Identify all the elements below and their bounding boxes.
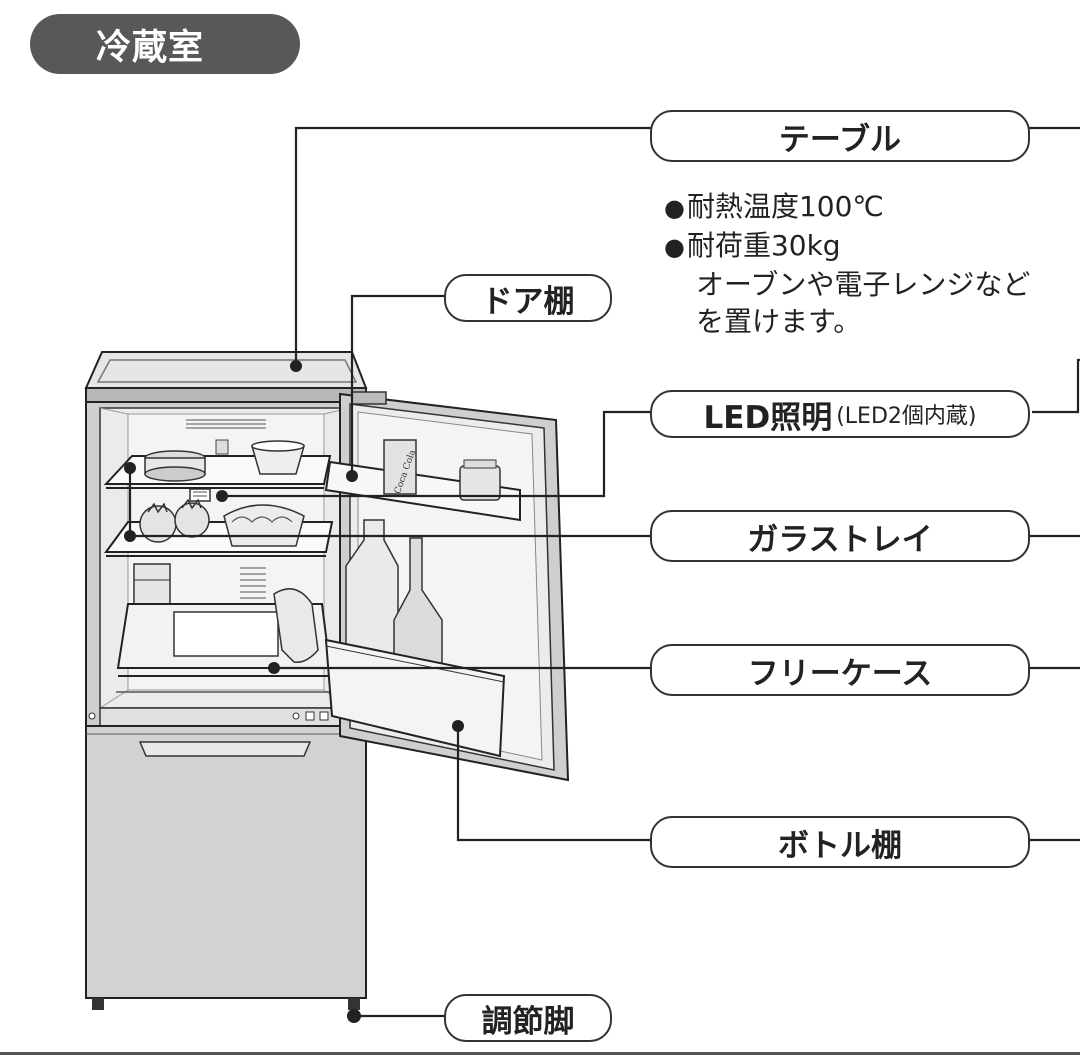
bullet-icon: ●	[664, 194, 685, 222]
bullet-icon: ●	[664, 233, 685, 261]
label-door-shelf: ドア棚	[444, 274, 612, 322]
label-bottle-shelf: ボトル棚	[650, 816, 1030, 868]
vent-grille	[186, 419, 266, 429]
label-led: LED照明(LED2個内蔵)	[650, 390, 1030, 438]
label-table-text: テーブル	[778, 121, 902, 158]
note-load-text: 耐荷重30kg	[686, 229, 841, 262]
note-heat: ●耐熱温度100℃	[664, 188, 1030, 227]
label-leveling-feet-text: 調節脚	[481, 1003, 575, 1040]
label-table: テーブル	[650, 110, 1030, 162]
freezer-compartment	[85, 725, 367, 999]
label-leveling-feet: 調節脚	[444, 994, 612, 1042]
leader-lines	[124, 126, 1080, 1018]
note-desc-2: を置けます。	[696, 305, 862, 338]
label-glass-tray-text: ガラストレイ	[747, 521, 933, 558]
section-title-text: 冷蔵室	[96, 27, 205, 68]
label-free-case-text: フリーケース	[747, 655, 933, 692]
note-load: ●耐荷重30kg	[664, 227, 1030, 266]
note-heat-text: 耐熱温度100℃	[686, 190, 884, 223]
label-led-note: (LED2個内蔵)	[836, 404, 977, 429]
label-bottle-shelf-text: ボトル棚	[778, 827, 902, 864]
label-free-case: フリーケース	[650, 644, 1030, 696]
label-glass-tray: ガラストレイ	[650, 510, 1030, 562]
section-title: 冷蔵室	[30, 14, 300, 74]
led-light	[189, 488, 211, 502]
table-notes: ●耐熱温度100℃ ●耐荷重30kg オーブンや電子レンジなど を置けます。	[664, 188, 1030, 340]
door-shelf	[324, 460, 521, 522]
label-led-text: LED照明	[703, 399, 833, 436]
note-desc-1: オーブンや電子レンジなど	[696, 268, 1031, 301]
label-door-shelf-text: ドア棚	[481, 283, 575, 320]
bottom-rule	[0, 1052, 1080, 1055]
